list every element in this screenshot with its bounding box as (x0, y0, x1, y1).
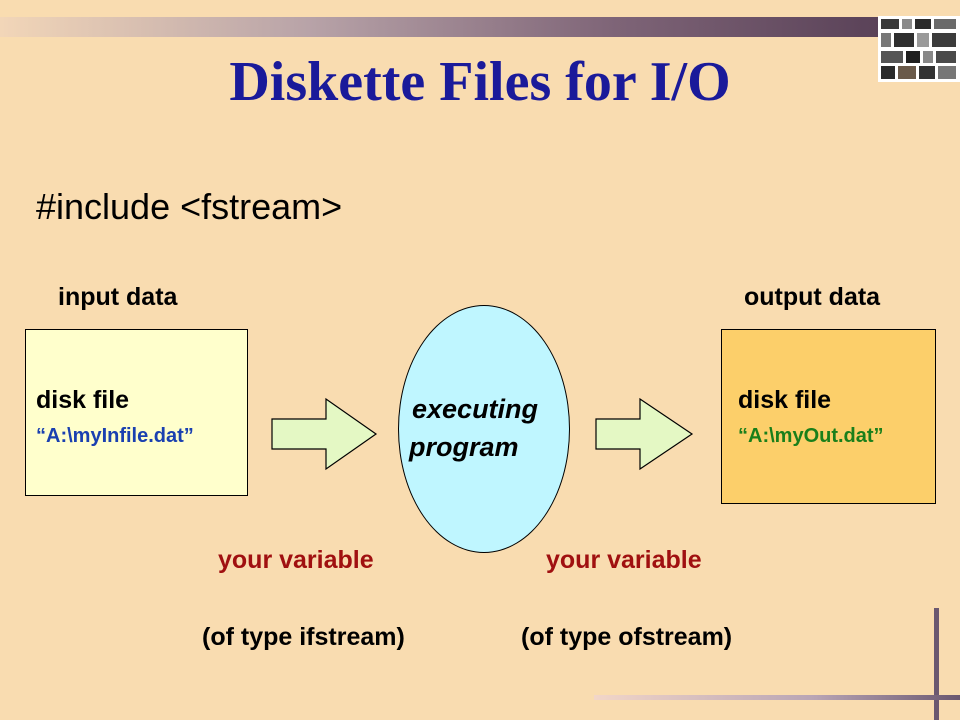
ifstream-type-label: (of type ifstream) (202, 623, 405, 651)
output-disk-file-label: disk file (738, 386, 832, 414)
output-file-box (721, 329, 936, 504)
right-arrow-icon (595, 397, 694, 471)
input-disk-file-label: disk file (36, 386, 130, 414)
executing-program-ellipse (398, 305, 570, 553)
right-arrow-icon (271, 397, 378, 471)
corner-decor-vertical (934, 608, 939, 720)
ofstream-type-label: (of type ofstream) (521, 623, 733, 651)
logo-image (878, 16, 960, 82)
output-file-path: “A:\myOut.dat” (738, 425, 884, 447)
output-variable-label: your variable (546, 546, 702, 574)
input-data-label: input data (58, 283, 178, 311)
corner-decor-horizontal (594, 695, 960, 700)
program-label-line2: program (409, 432, 519, 462)
program-label-line1: executing (412, 394, 539, 424)
slide-title: Diskette Files for I/O (229, 51, 731, 113)
input-file-path: “A:\myInfile.dat” (36, 425, 194, 447)
include-line: #include <fstream> (36, 186, 343, 227)
input-variable-label: your variable (218, 546, 374, 574)
output-data-label: output data (744, 283, 881, 311)
input-file-box (25, 329, 248, 496)
top-decor-bar (0, 17, 880, 37)
